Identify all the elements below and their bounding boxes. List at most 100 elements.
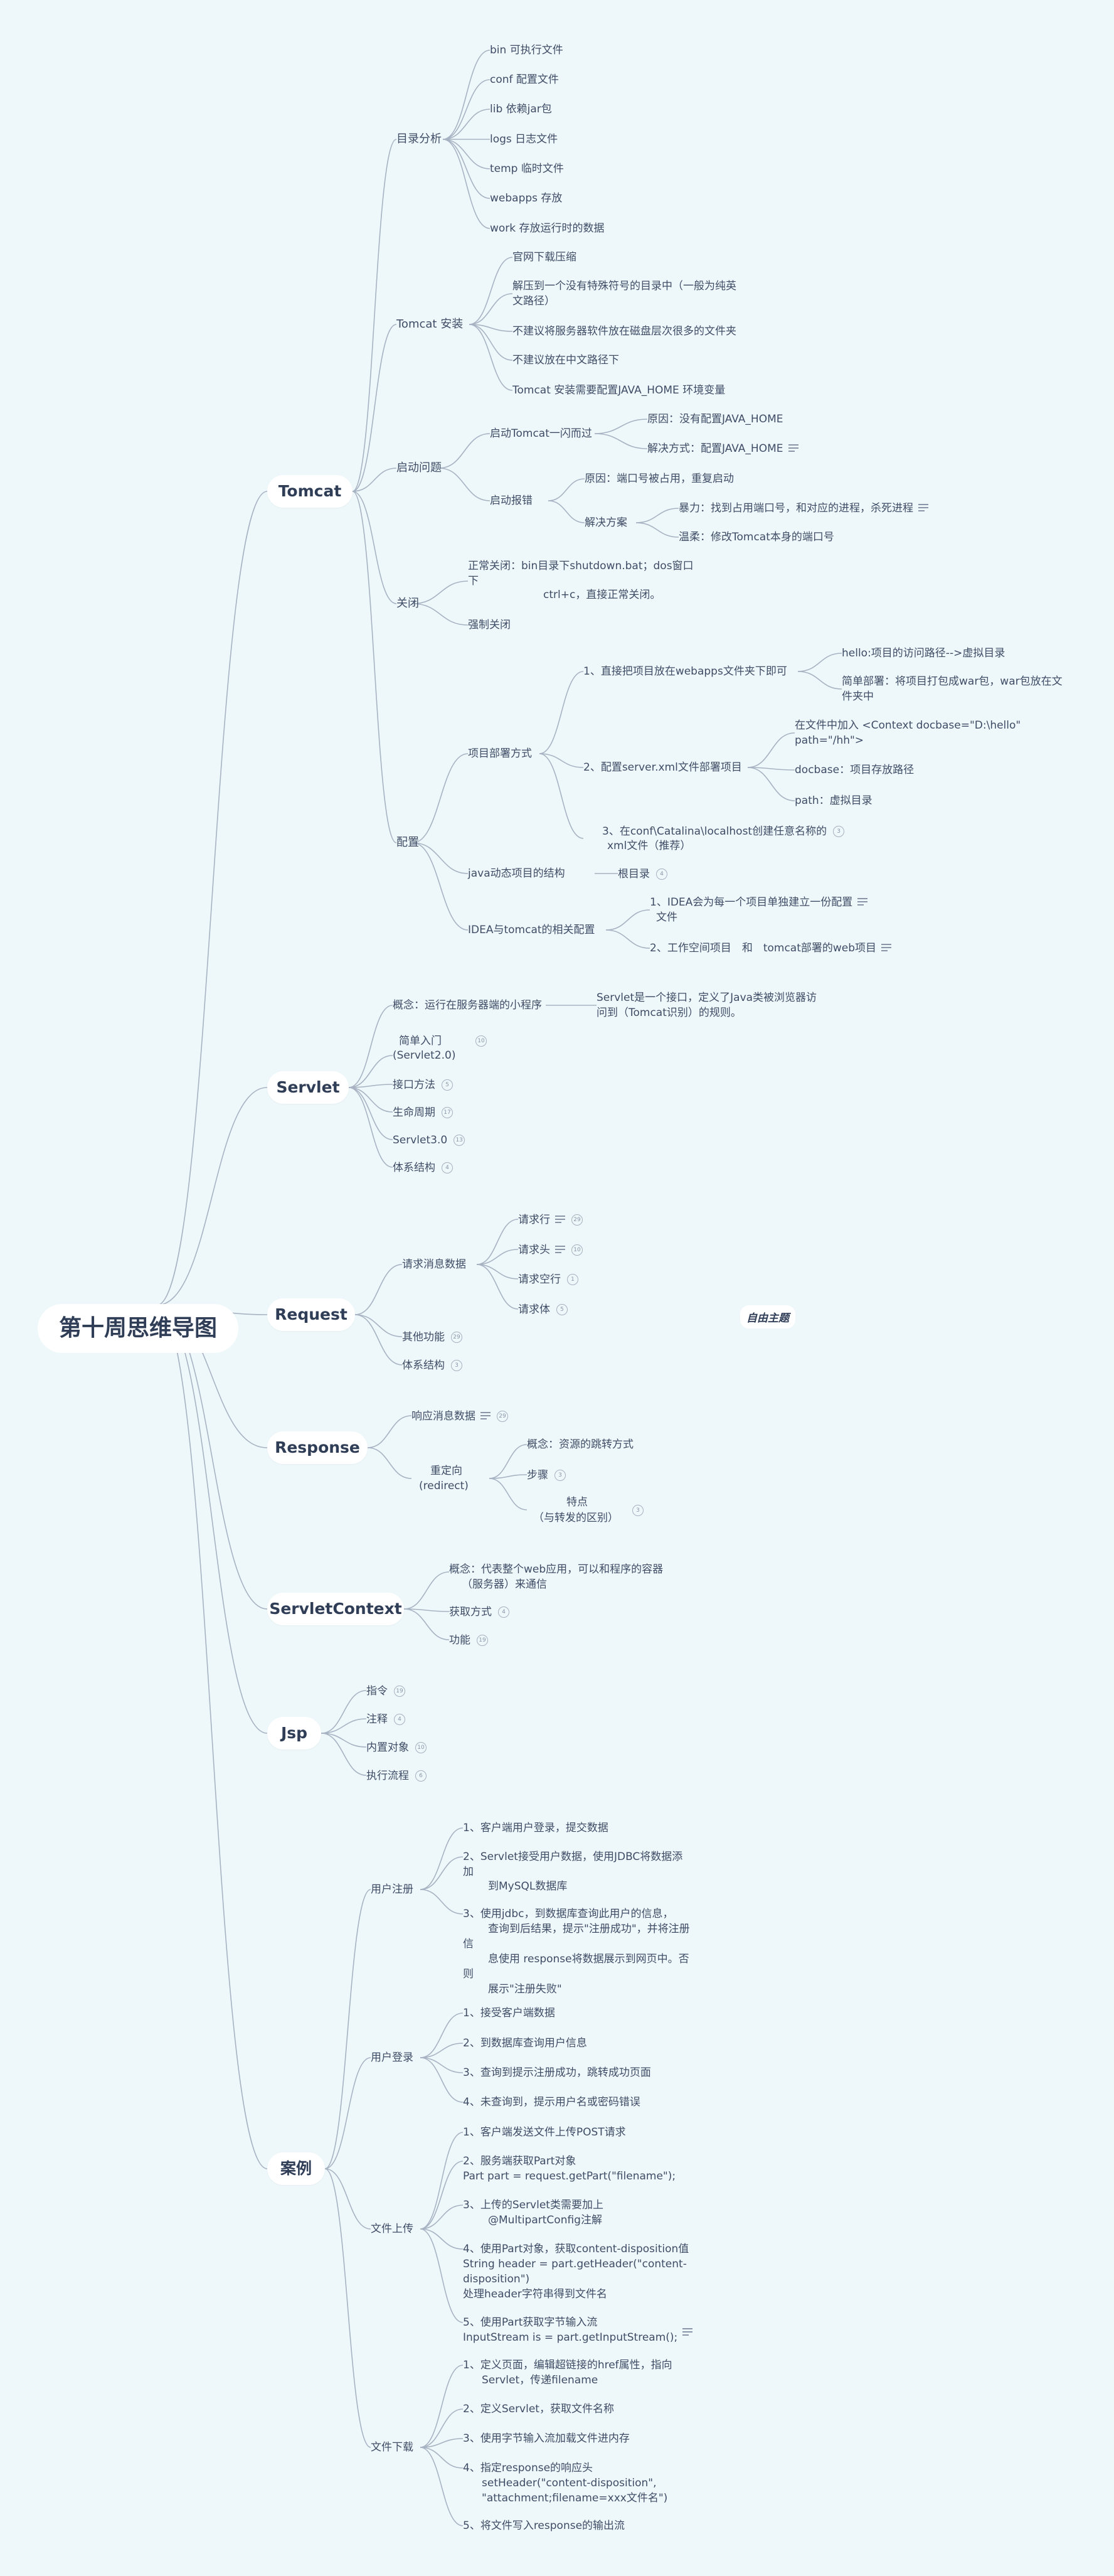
dir-item[interactable]: lib 依赖jar包: [490, 103, 552, 115]
note-icon[interactable]: [555, 1216, 565, 1224]
context-concept[interactable]: 概念：代表整个web应用，可以和程序的容器: [449, 1563, 664, 1576]
count-badge[interactable]: 19: [477, 1635, 488, 1646]
count-badge[interactable]: 10: [475, 1035, 487, 1047]
main-topic-cases[interactable]: 案例: [267, 2152, 325, 2185]
upload-step[interactable]: 1、客户端发送文件上传POST请求: [463, 2126, 626, 2139]
install-item[interactable]: 官网下载压缩: [512, 251, 576, 264]
main-topic-response[interactable]: Response: [267, 1431, 368, 1464]
deploy-2b[interactable]: docbase：项目存放路径: [795, 764, 915, 776]
deploy-1a[interactable]: hello:项目的访问路径-->虚拟目录: [842, 647, 1005, 660]
flash-fix[interactable]: 解决方式：配置JAVA_HOME: [647, 444, 798, 454]
error-solution[interactable]: 解决方案: [585, 516, 627, 529]
count-badge[interactable]: 3: [451, 1360, 462, 1371]
servlet-concept[interactable]: 概念：运行在服务器端的小程序: [393, 999, 542, 1012]
install-item[interactable]: 文路径）: [512, 295, 555, 307]
deploy-2c[interactable]: path：虚拟目录: [795, 794, 873, 807]
deploy-methods[interactable]: 项目部署方式: [468, 747, 532, 760]
install-item[interactable]: 解压到一个没有特殊符号的目录中（一般为纯英: [512, 280, 736, 292]
deploy-1[interactable]: 1、直接把项目放在webapps文件夹下即可: [583, 665, 787, 678]
count-badge[interactable]: 5: [556, 1304, 568, 1315]
redirect-feature-line2[interactable]: （与转发的区别）3: [533, 1505, 644, 1524]
upload-step[interactable]: 2、服务端获取Part对象: [463, 2155, 576, 2167]
count-badge[interactable]: 17: [442, 1107, 453, 1118]
count-badge[interactable]: 4: [656, 868, 667, 880]
redirect-feature[interactable]: 特点: [566, 1496, 588, 1509]
tomcat-close[interactable]: 关闭: [396, 597, 419, 610]
count-badge[interactable]: 6: [415, 1770, 427, 1782]
java-project-structure[interactable]: java动态项目的结构: [468, 867, 565, 880]
floating-topic[interactable]: 自由主题: [740, 1305, 795, 1328]
case-upload[interactable]: 文件上传: [371, 2223, 413, 2235]
tomcat-dir-analysis[interactable]: 目录分析: [396, 132, 442, 146]
dir-item[interactable]: logs 日志文件: [490, 133, 558, 146]
tomcat-install[interactable]: Tomcat 安装: [396, 318, 464, 331]
count-badge[interactable]: 4: [394, 1714, 405, 1725]
redirect-concept[interactable]: 概念：资源的跳转方式: [527, 1438, 634, 1451]
register-step[interactable]: 1、客户端用户登录，提交数据: [463, 1822, 608, 1834]
tomcat-config[interactable]: 配置: [396, 836, 419, 849]
case-register[interactable]: 用户注册: [371, 1883, 413, 1896]
login-step[interactable]: 3、查询到提示注册成功，跳转成功页面: [463, 2066, 651, 2079]
startup-error[interactable]: 启动报错: [490, 494, 533, 507]
count-badge[interactable]: 13: [454, 1135, 465, 1146]
install-item[interactable]: Tomcat 安装需要配置JAVA_HOME 环境变量: [512, 384, 726, 397]
note-icon[interactable]: [918, 504, 928, 513]
install-item[interactable]: 不建议放在中文路径下: [512, 354, 619, 366]
solution-violent[interactable]: 暴力：找到占用端口号，和对应的进程，杀死进程: [679, 503, 928, 514]
count-badge[interactable]: 29: [451, 1332, 462, 1343]
upload-step[interactable]: 5、使用Part获取字节输入流: [463, 2316, 598, 2329]
count-badge[interactable]: 10: [415, 1742, 427, 1753]
idea-config[interactable]: IDEA与tomcat的相关配置: [468, 924, 595, 936]
note-icon[interactable]: [555, 1246, 565, 1254]
main-topic-servlet[interactable]: Servlet: [267, 1071, 349, 1104]
root-topic[interactable]: 第十周思维导图: [38, 1304, 238, 1353]
response-redirect[interactable]: 重定向: [430, 1465, 462, 1477]
dir-item[interactable]: conf 配置文件: [490, 73, 559, 86]
login-step[interactable]: 1、接受客户端数据: [463, 2007, 555, 2019]
dir-item[interactable]: webapps 存放: [490, 192, 563, 205]
force-close[interactable]: 强制关闭: [468, 619, 511, 631]
upload-step-line[interactable]: InputStream is = part.getInputStream();: [463, 2328, 693, 2343]
register-step[interactable]: 2、Servlet接受用户数据，使用JDBC将数据添: [463, 1851, 683, 1863]
count-badge[interactable]: 10: [571, 1244, 583, 1256]
note-icon[interactable]: [857, 898, 868, 907]
download-step[interactable]: 1、定义页面，编辑超链接的href属性，指向: [463, 2359, 672, 2371]
count-badge[interactable]: 19: [394, 1686, 405, 1697]
deploy-2[interactable]: 2、配置server.xml文件部署项目: [583, 761, 742, 774]
dir-item[interactable]: work 存放运行时的数据: [490, 222, 605, 235]
main-topic-request[interactable]: Request: [267, 1298, 355, 1331]
flash-reason[interactable]: 原因：没有配置JAVA_HOME: [647, 413, 783, 425]
tomcat-startup[interactable]: 启动问题: [396, 461, 442, 474]
count-badge[interactable]: 3: [632, 1505, 644, 1516]
idea-2[interactable]: 2、工作空间项目 和 tomcat部署的web项目: [650, 943, 892, 954]
count-badge[interactable]: 3: [833, 826, 845, 837]
login-step[interactable]: 2、到数据库查询用户信息: [463, 2037, 587, 2050]
note-icon[interactable]: [881, 944, 892, 953]
error-reason[interactable]: 原因：端口号被占用，重复启动: [585, 473, 734, 485]
note-icon[interactable]: [480, 1412, 491, 1421]
note-icon[interactable]: [788, 444, 798, 453]
register-step[interactable]: 3、使用jdbc，到数据库查询此用户的信息，: [463, 1908, 674, 1920]
count-badge[interactable]: 29: [571, 1214, 583, 1226]
count-badge[interactable]: 3: [554, 1470, 566, 1481]
normal-close[interactable]: 正常关闭：bin目录下shutdown.bat；dos窗口: [468, 560, 694, 572]
idea-1[interactable]: 1、IDEA会为每一个项目单独建立一份配置: [650, 897, 868, 908]
download-step[interactable]: 2、定义Servlet，获取文件名称: [463, 2403, 614, 2415]
download-step[interactable]: 3、使用字节输入流加载文件进内存: [463, 2432, 630, 2445]
